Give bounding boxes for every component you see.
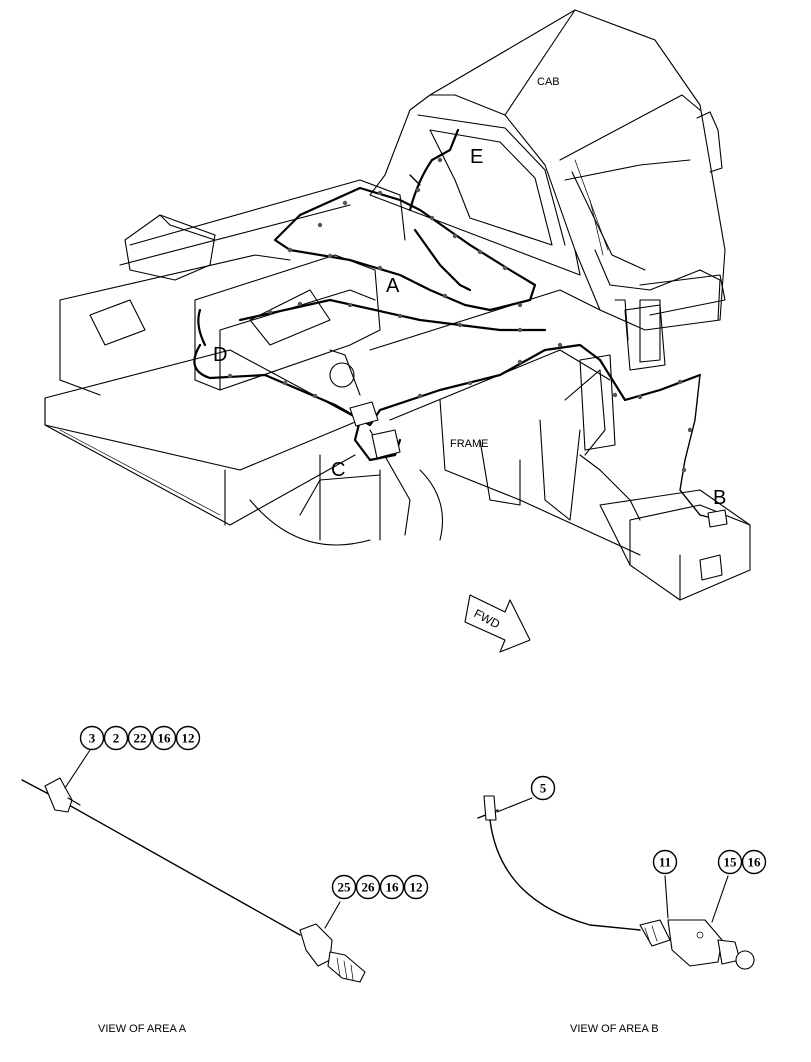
view-a-caption: VIEW OF AREA A [98,1023,187,1035]
cab-label: CAB [537,76,560,88]
callout-b: B [713,487,726,509]
item-number-balloon: 22 [134,731,147,746]
item-number-balloon: 5 [540,781,547,796]
item-number-balloon: 25 [338,880,352,895]
frame-label: FRAME [450,438,489,450]
balloon-circle [151,725,177,751]
balloon-group-view-a-bottom: 25 26 16 12 [331,874,429,900]
item-number-balloon: 12 [182,731,195,746]
forward-arrow: FWD [464,594,531,653]
balloon-circle [530,775,556,801]
balloon-circle [79,725,105,751]
callout-d: D [213,344,227,366]
callout-c: C [331,459,345,481]
balloon-circle [741,849,767,875]
balloon-circle [175,725,201,751]
item-number-balloon: 11 [659,855,671,870]
callout-a: A [386,275,400,297]
balloon-circle [379,874,405,900]
item-number-balloon: 12 [410,880,423,895]
item-number-balloon: 16 [748,855,762,870]
wiring-harness [193,128,728,528]
frame-drawing [44,179,751,601]
balloon-circle [355,874,381,900]
cab-drawing [369,9,726,363]
machine-isometric-view: CAB FRAME A B C D E FWD [44,9,751,653]
balloon-circle [103,725,129,751]
item-number-balloon: 16 [386,880,400,895]
view-b-caption: VIEW OF AREA B [570,1023,659,1035]
balloon-group-view-b-connector: 11 [652,849,678,875]
callout-e: E [470,146,483,168]
balloon-circle [652,849,678,875]
balloon-circle [331,874,357,900]
balloon-group-view-b-cable: 5 [530,775,556,801]
item-number-balloon: 16 [158,731,172,746]
item-number-balloon: 3 [89,731,96,746]
balloon-circle [403,874,429,900]
item-number-balloon: 26 [362,880,376,895]
item-number-balloon: 2 [113,731,120,746]
balloon-circle [717,849,743,875]
balloon-circle [127,725,153,751]
item-number-balloon: 15 [724,855,738,870]
